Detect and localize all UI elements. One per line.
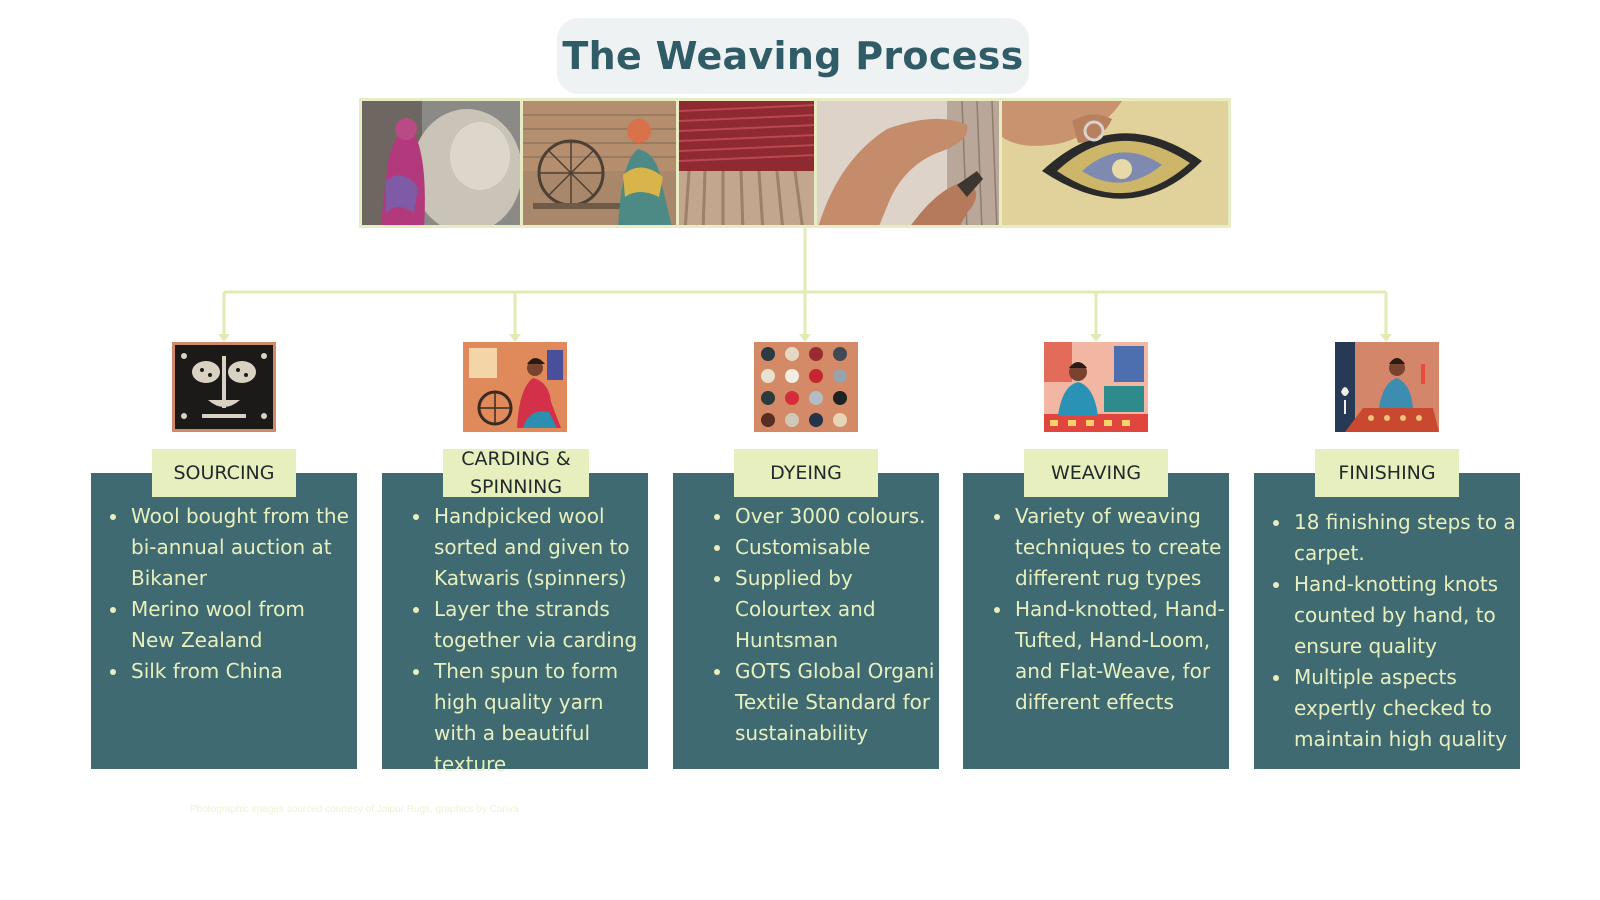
list-item: Merino wool from New Zealand (129, 594, 353, 656)
list-item: Over 3000 colours. (733, 501, 939, 532)
bullet-list: Wool bought from the bi-annual auction a… (91, 473, 357, 687)
list-item: Hand-knotted, Hand-Tufted, Hand-Loom, an… (1013, 594, 1225, 718)
stage-label-sourcing: SOURCING (152, 449, 296, 497)
stage-panel-finishing: 18 finishing steps to a carpet. Hand-kno… (1254, 473, 1520, 769)
list-item: Supplied by Colourtex and Huntsman (733, 563, 939, 656)
wool-sorting-photo (362, 101, 520, 225)
stage-panel-sourcing: Wool bought from the bi-annual auction a… (91, 473, 357, 769)
stage-label-dyeing: DYEING (734, 449, 878, 497)
stage-panel-dyeing: Over 3000 colours. Customisable Supplied… (673, 473, 939, 769)
list-item: Multiple aspects expertly checked to mai… (1292, 662, 1516, 755)
list-item: Wool bought from the bi-annual auction a… (129, 501, 353, 594)
photo-strip (359, 98, 1231, 228)
list-item: Variety of weaving techniques to create … (1013, 501, 1225, 594)
spinning-woman-illustration-icon (463, 342, 567, 432)
title-banner: The Weaving Process (557, 18, 1029, 94)
stage-panel-carding-spinning: Handpicked wool sorted and given to Katw… (382, 473, 648, 776)
bullet-list: Variety of weaving techniques to create … (963, 473, 1229, 718)
rug-knotting-photo (999, 101, 1229, 225)
image-credit: Photographic images sourced courtesy of … (190, 804, 519, 815)
list-item: Customisable (733, 532, 939, 563)
bullet-list: 18 finishing steps to a carpet. Hand-kno… (1254, 473, 1520, 755)
list-item: Then spun to form high quality yarn with… (432, 656, 644, 780)
list-item: Handpicked wool sorted and given to Katw… (432, 501, 644, 594)
stage-label-weaving: WEAVING (1024, 449, 1168, 497)
list-item: 18 finishing steps to a carpet. (1292, 507, 1516, 569)
stage-label-carding-spinning: CARDING & SPINNING (443, 448, 589, 498)
yarn-balls-illustration-icon (754, 342, 858, 432)
weaver-illustration-icon (1044, 342, 1148, 432)
yarn-skeins-photo (675, 101, 814, 225)
rug-finishing-illustration-icon (1335, 342, 1439, 432)
stage-label-finishing: FINISHING (1315, 449, 1459, 497)
bullet-list: Over 3000 colours. Customisable Supplied… (673, 473, 939, 749)
scales-illustration-icon (172, 342, 276, 432)
stage-panel-weaving: Variety of weaving techniques to create … (963, 473, 1229, 769)
spinning-wheel-photo (519, 101, 676, 225)
list-item: Layer the strands together via carding (432, 594, 644, 656)
page-title: The Weaving Process (562, 34, 1024, 78)
hand-weaving-photo (813, 101, 1000, 225)
list-item: Hand-knotting knots counted by hand, to … (1292, 569, 1516, 662)
bullet-list: Handpicked wool sorted and given to Katw… (382, 473, 648, 780)
list-item: Silk from China (129, 656, 353, 687)
list-item: GOTS Global Organi Textile Standard for … (733, 656, 939, 749)
